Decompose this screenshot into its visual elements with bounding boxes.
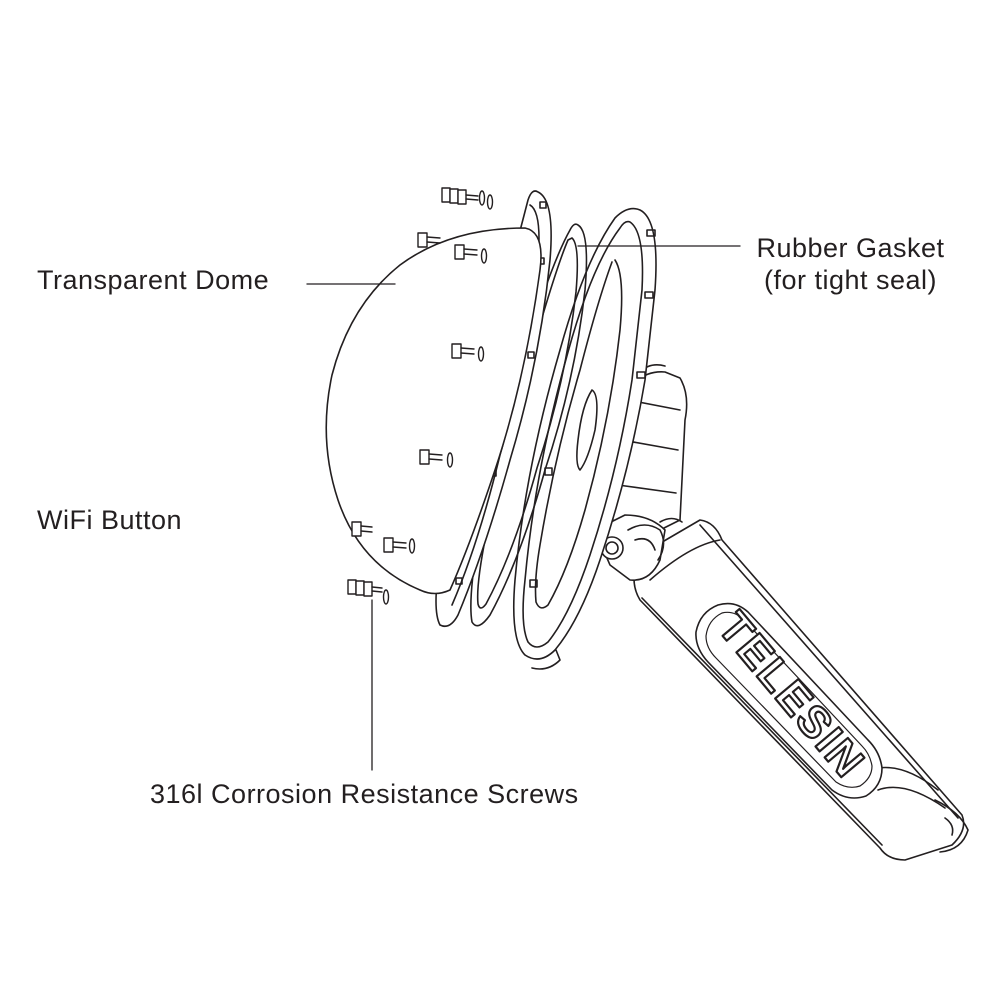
logo-plate [695,602,883,799]
label-rubber-gasket-line1: Rubber Gasket [756,233,945,263]
label-rubber-gasket-line2: (for tight seal) [763,265,938,296]
label-rubber-gasket: Rubber Gasket (for tight seal) [738,232,963,297]
label-transparent-dome: Transparent Dome [37,265,270,295]
screws [347,187,494,605]
handle-grip: TELESIN [633,519,969,861]
label-wifi-button: WiFi Button [37,505,183,535]
dome-mount-ring [512,207,657,670]
transparent-dome [325,227,542,595]
label-screws: 316l Corrosion Resistance Screws [150,779,579,809]
leader-lines [306,245,741,771]
